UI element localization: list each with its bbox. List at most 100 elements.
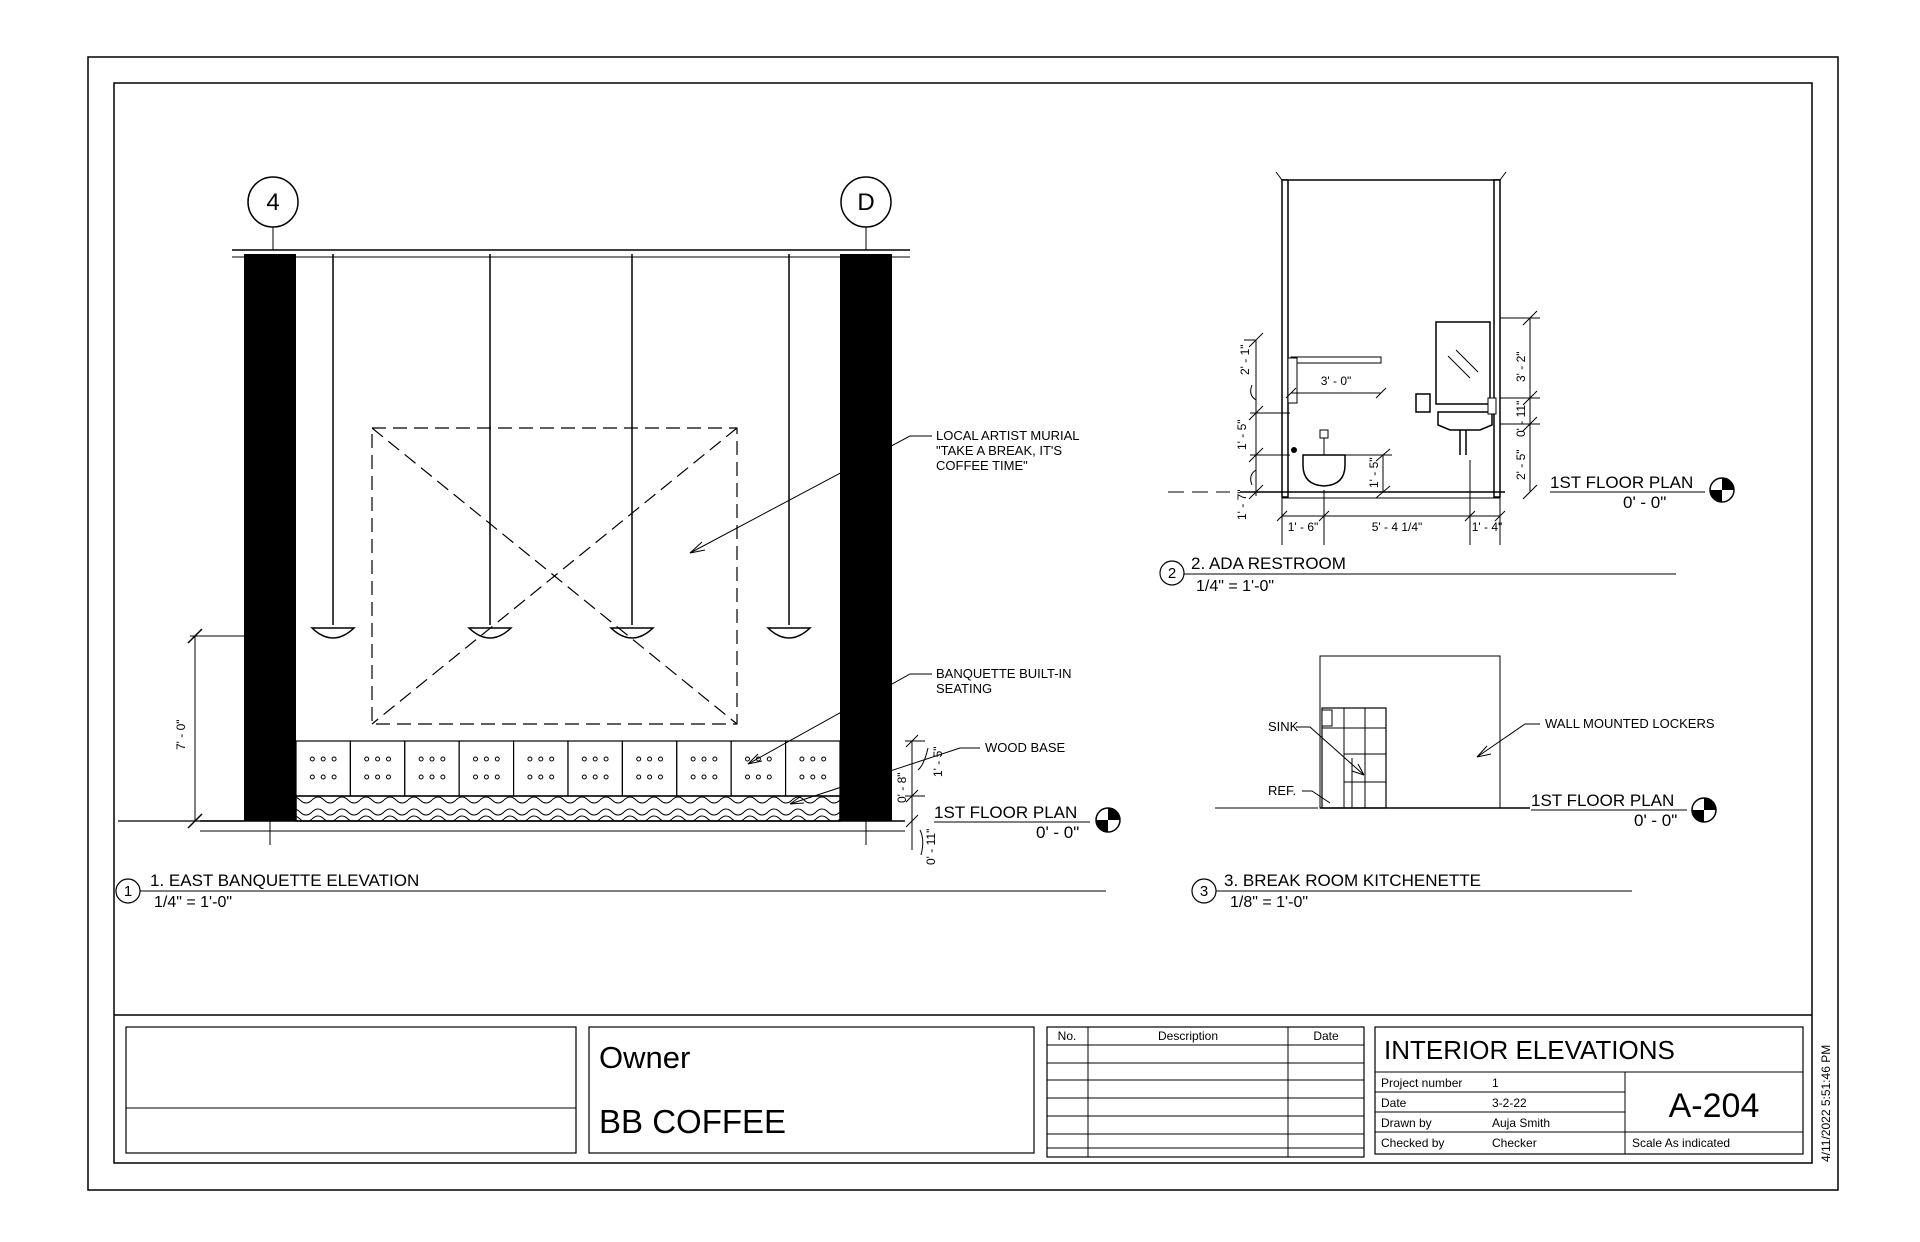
note-wood-base: WOOD BASE <box>985 740 1066 755</box>
cushion-tuft <box>364 756 370 762</box>
title-block: Owner BB COFFEE No. Description Date INT… <box>114 1014 1833 1162</box>
outer-border <box>87 56 1839 1191</box>
cushion-tuft <box>320 756 326 762</box>
pendant-light-4 <box>766 254 812 639</box>
cushion-tuft <box>483 756 489 762</box>
cushion-tuft <box>320 774 326 780</box>
banquette-cushion <box>295 740 352 797</box>
view3-number: 3 <box>1200 883 1208 900</box>
cushion-tuft <box>375 756 381 762</box>
dim-b1: 1' - 6" <box>1288 520 1319 534</box>
rev-header-date: Date <box>1313 1029 1339 1043</box>
note-lockers: WALL MOUNTED LOCKERS <box>1545 716 1715 731</box>
cushion-tuft <box>647 756 653 762</box>
owner-box <box>588 1026 1035 1154</box>
dim-r1: 3' - 2" <box>1514 351 1528 382</box>
cushion-tuft <box>494 774 500 780</box>
cushion-tuft <box>755 774 761 780</box>
dim-grab: 3' - 0" <box>1321 374 1352 388</box>
field-value-checked-by: Checker <box>1492 1136 1537 1150</box>
dim-v2: 1' - 5" <box>1235 419 1249 450</box>
lockers-cabinet <box>1321 707 1387 809</box>
note-ref: REF. <box>1268 783 1296 798</box>
toilet-icon <box>1291 429 1346 487</box>
level1-elev: 0' - 0" <box>1036 823 1079 842</box>
view2-elevation: 2' - 1" 1' - 5" 1' - 7" 3' - 0" 1' - 5" … <box>1159 171 1735 595</box>
level2-target-icon <box>1709 477 1735 503</box>
banquette-cushion <box>621 740 678 797</box>
banquette-cushion <box>676 740 732 797</box>
view2-number-circle <box>1159 560 1185 586</box>
cushion-tuft <box>527 756 533 762</box>
dim-seat: 1' - 5" <box>931 746 945 777</box>
cushion-tuft <box>810 756 816 762</box>
cushion-tuft <box>473 774 479 780</box>
dim-b3: 1' - 4" <box>1472 520 1503 534</box>
level3-target-icon <box>1691 797 1717 823</box>
cushion-tuft <box>799 756 805 762</box>
field-value-drawn-by: Auja Smith <box>1492 1116 1550 1130</box>
level2-elev: 0' - 0" <box>1623 493 1666 512</box>
dim-b2: 5' - 4 1/4" <box>1372 520 1423 534</box>
cushion-tuft <box>581 774 587 780</box>
view2-number: 2 <box>1168 565 1176 582</box>
field-value-date: 3-2-22 <box>1492 1096 1527 1110</box>
cushion-tuft <box>385 756 391 762</box>
sink-icon <box>1437 397 1497 455</box>
cushion-tuft <box>690 774 696 780</box>
revision-table: No. Description Date <box>1046 1026 1365 1158</box>
view3-title: 3. BREAK ROOM KITCHENETTE <box>1224 871 1481 890</box>
level3-name: 1ST FLOOR PLAN <box>1531 791 1674 810</box>
field-label-checked-by: Checked by <box>1381 1136 1444 1150</box>
banquette-cushion <box>349 740 406 797</box>
cushion-tuft <box>701 774 707 780</box>
sheet-info: INTERIOR ELEVATIONS Project number 1 Dat… <box>1374 1026 1804 1155</box>
dim-base: 0' - 8" <box>895 772 909 803</box>
cushion-tuft <box>712 756 718 762</box>
banquette-cushion <box>784 740 841 797</box>
field-label-project-number: Project number <box>1381 1076 1462 1090</box>
view3-elevation: SINK REF. WALL MOUNTED LOCKERS 1ST FLOOR… <box>1191 655 1717 911</box>
cushion-tuft <box>549 756 555 762</box>
cushion-tuft <box>810 774 816 780</box>
cushion-tuft <box>473 756 479 762</box>
view1-number: 1 <box>124 883 132 900</box>
field-label-drawn-by: Drawn by <box>1381 1116 1432 1130</box>
note-banquette-2: SEATING <box>936 681 992 696</box>
left-column <box>244 254 296 821</box>
cushion-tuft <box>701 756 707 762</box>
mural-placeholder <box>371 427 738 725</box>
cushion-tuft <box>821 774 827 780</box>
owner-label: Owner <box>599 1040 690 1075</box>
cushion-tuft <box>549 774 555 780</box>
pendant-light-3 <box>609 254 655 639</box>
cushion-tuft <box>331 756 337 762</box>
cushion-tuft <box>592 774 598 780</box>
cushion-tuft <box>418 756 424 762</box>
banquette-cushion <box>512 740 569 797</box>
cushion-tuft <box>538 756 544 762</box>
pendant-light-1 <box>310 254 356 639</box>
cushion-tuft <box>592 756 598 762</box>
mirror-icon <box>1435 321 1491 405</box>
rev-header-description: Description <box>1158 1029 1218 1043</box>
note-mural-3: COFFEE TIME" <box>936 458 1028 473</box>
field-label-date: Date <box>1381 1096 1407 1110</box>
note-mural-2: "TAKE A BREAK, IT'S <box>936 443 1062 458</box>
cushion-tuft <box>636 774 642 780</box>
inner-border <box>113 82 1813 1164</box>
level1-name: 1ST FLOOR PLAN <box>934 803 1077 822</box>
cushion-tuft <box>429 774 435 780</box>
cushion-tuft <box>538 774 544 780</box>
cushion-tuft <box>527 774 533 780</box>
cushion-tuft <box>418 774 424 780</box>
dim-height: 7' - 0" <box>174 719 188 750</box>
logo-box <box>125 1026 577 1154</box>
view2-scale: 1/4" = 1'-0" <box>1196 578 1274 595</box>
dim-v1: 2' - 1" <box>1238 344 1252 375</box>
cushion-tuft <box>821 756 827 762</box>
view3-scale: 1/8" = 1'-0" <box>1230 894 1308 911</box>
dim-r3: 2' - 5" <box>1514 449 1528 480</box>
note-banquette-1: BANQUETTE BUILT-IN <box>936 666 1072 681</box>
